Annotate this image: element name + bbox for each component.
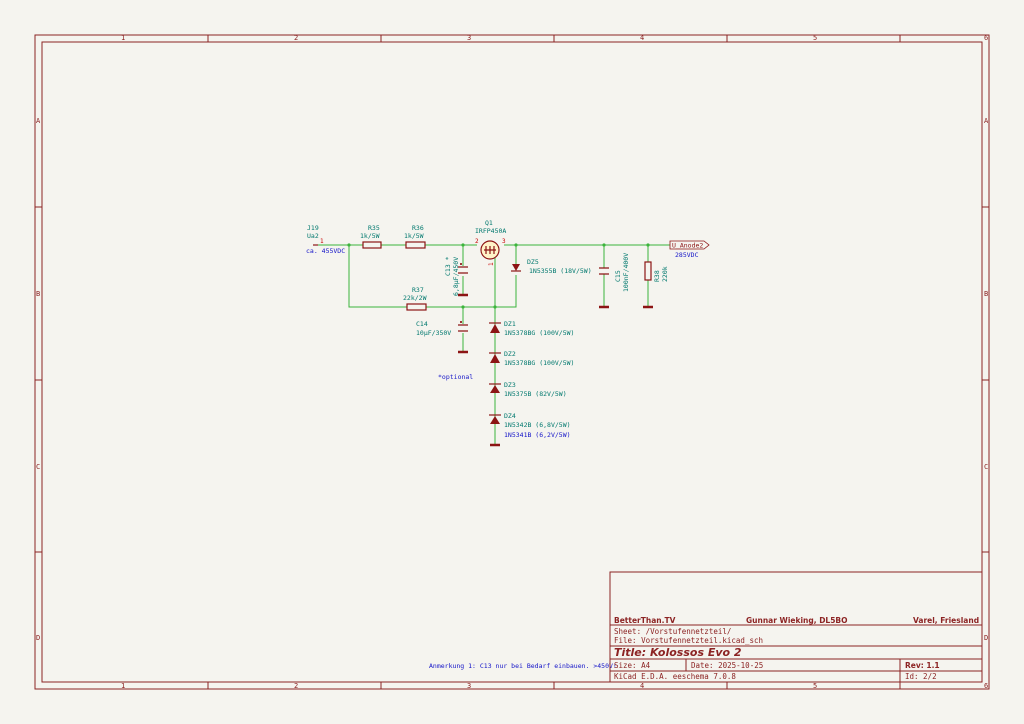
output-label-text: U_Anode2 [672,242,703,250]
c13-value: 6,8µF/450V [452,257,460,296]
r36-ref: R36 [412,224,424,232]
j19-ref: J19 [307,224,319,232]
dz5-ref: DZ5 [527,258,539,266]
assembly-note: Anmerkung 1: C13 nur bei Bedarf einbauen… [429,662,617,670]
wires [318,243,670,445]
j19-value: Ua2 [307,232,319,240]
column-label: 4 [640,682,644,690]
dz1-value: 1N5378BG (100V/5W) [504,329,574,337]
j19-note: ca. 455VDC [306,247,345,255]
row-label: D [984,634,988,642]
q1-pin: 1 [488,262,495,266]
zener-dz3[interactable]: DZ3 1N5375B (82V/5W) [489,381,567,398]
output-label[interactable]: U_Anode2 285VDC [669,240,710,259]
column-label: 3 [467,682,471,690]
sheet-title: Title: Kolossos Evo 2 [614,646,742,659]
r37-value: 22k/2W [403,294,427,302]
author: Gunnar Wieking, DL5BO [746,616,848,625]
q1-ref: Q1 [485,219,493,227]
revision: Rev: 1.1 [905,661,940,670]
title-block: BetterThan.TV Gunnar Wieking, DL5BO Vare… [609,571,983,683]
row-label: A [984,117,989,125]
tool-version: KiCad E.D.A. eeschema 7.0.8 [614,672,736,681]
capacitor-c13[interactable]: C13 * 6,8µF/450V [444,256,468,297]
zener-dz4[interactable]: DZ4 1N5342B (6,8V/5W) 1N5341B (6,2V/5W) [489,412,571,447]
company: BetterThan.TV [614,616,676,625]
c14-ref: C14 [416,320,428,328]
date: Date: 2025-10-25 [691,661,763,670]
r35-ref: R35 [368,224,380,232]
mosfet-q1[interactable]: Q1 IRFP450A 2 3 1 [475,219,506,266]
row-label: D [36,634,40,642]
q1-value: IRFP450A [475,227,506,235]
row-label: B [36,290,40,298]
c14-value: 10µF/350V [416,329,451,337]
r38-ref: R38 [653,270,661,282]
row-label: C [984,463,988,471]
q1-pin: 3 [502,238,506,245]
zener-dz1[interactable]: DZ1 1N5378BG (100V/5W) [489,320,574,337]
optional-note: *optional [438,373,473,381]
column-label: 5 [813,682,817,690]
dz4-value: 1N5342B (6,8V/5W) [504,421,571,429]
zener-dz2[interactable]: DZ2 1N5378BG (100V/5W) [489,350,574,367]
row-label: A [36,117,41,125]
r37-ref: R37 [412,286,424,294]
column-label: 6 [984,682,988,690]
column-label: 1 [121,682,125,690]
location: Varel, Friesland [913,616,979,625]
q1-pin: 2 [475,238,479,245]
column-label: 4 [640,34,644,42]
dz4-ref: DZ4 [504,412,516,420]
dz3-value: 1N5375B (82V/5W) [504,390,567,398]
column-label: 3 [467,34,471,42]
sheet-id: Id: 2/2 [905,672,937,681]
dz4-alt-value: 1N5341B (6,2V/5W) [504,431,571,439]
c13-ref: C13 * [444,256,452,276]
resistor-r35[interactable]: R35 1k/5W [360,224,382,249]
column-label: 2 [294,34,298,42]
dz2-ref: DZ2 [504,350,516,358]
zener-dz5[interactable]: DZ5 1N5355B (18V/5W) [511,258,592,275]
drawing-frame: 1 2 3 4 5 6 1 2 3 4 5 6 A B C D A B C D [34,34,990,690]
column-label: 5 [813,34,817,42]
dz2-value: 1N5378BG (100V/5W) [504,359,574,367]
sheet-path: Sheet: /Vorstufennetzteil/ [614,627,731,636]
column-label: 6 [984,34,988,42]
capacitor-c15[interactable]: C15 100nF/400V [599,253,630,309]
connector-j19[interactable]: J19 Ua2 1 ca. 455VDC [306,224,345,255]
file-name: File: Vorstufennetzteil.kicad_sch [614,636,763,645]
dz1-ref: DZ1 [504,320,516,328]
c15-value: 100nF/400V [622,253,630,292]
r38-value: 220k [661,266,669,282]
column-label: 2 [294,682,298,690]
c15-ref: C15 [614,270,622,282]
capacitor-c14[interactable]: C14 10µF/350V [416,320,468,354]
dz5-value: 1N5355B (18V/5W) [529,267,592,275]
resistor-r37[interactable]: R37 22k/2W [403,286,427,311]
paper-size: Size: A4 [614,661,651,670]
dz3-ref: DZ3 [504,381,516,389]
column-label: 1 [121,34,125,42]
r36-value: 1k/5W [404,232,424,240]
resistor-r36[interactable]: R36 1k/5W [404,224,426,249]
resistor-r38[interactable]: R38 220k [643,261,669,309]
row-label: C [36,463,40,471]
row-label: B [984,290,988,298]
j19-pin: 1 [320,238,324,245]
r35-value: 1k/5W [360,232,380,240]
output-voltage: 285VDC [675,251,699,259]
